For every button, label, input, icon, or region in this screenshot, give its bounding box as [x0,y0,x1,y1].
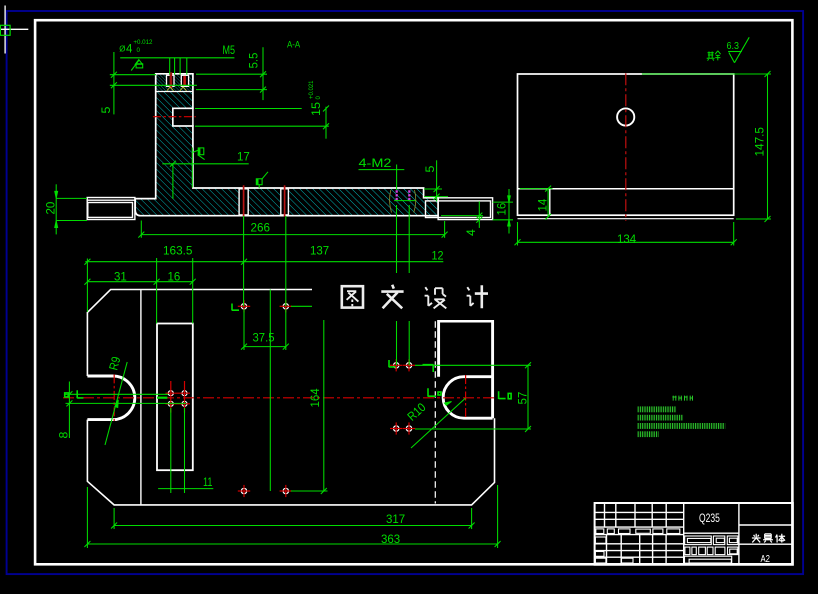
svg-text:37.5: 37.5 [253,331,275,345]
svg-text:4-M2: 4-M2 [359,156,392,170]
svg-text:0: 0 [137,47,141,54]
svg-text:17: 17 [237,150,250,164]
svg-text:A-A: A-A [287,40,300,50]
svg-text:15: 15 [309,102,323,116]
svg-text:20: 20 [44,202,58,215]
svg-text:147.5: 147.5 [753,127,767,157]
svg-text:+0.012: +0.012 [133,39,153,46]
svg-text:164: 164 [308,388,322,407]
svg-text:363: 363 [381,532,400,546]
svg-text:5: 5 [99,107,113,114]
svg-text:Q235: Q235 [699,513,720,525]
svg-text:Ø: Ø [119,45,125,54]
svg-text:137: 137 [310,244,329,258]
svg-text:134: 134 [617,232,636,246]
svg-text:16: 16 [168,270,181,284]
svg-text:163.5: 163.5 [163,244,193,258]
svg-text:R9: R9 [106,355,123,372]
svg-text:M5: M5 [223,43,236,57]
svg-text:8: 8 [57,432,71,439]
svg-text:14: 14 [536,199,550,212]
svg-text:12: 12 [432,249,444,263]
svg-text:6.3: 6.3 [727,40,740,52]
svg-text:11: 11 [203,475,213,489]
svg-text:57: 57 [515,392,529,405]
svg-text:16: 16 [495,203,509,216]
svg-text:31: 31 [114,270,127,284]
svg-text:4: 4 [126,42,133,56]
svg-text:4: 4 [464,229,478,236]
svg-text:A2: A2 [761,553,771,565]
svg-text:0: 0 [316,96,322,100]
svg-text:5: 5 [423,166,437,173]
svg-text:+0.021: +0.021 [309,80,315,99]
svg-text:266: 266 [251,221,271,235]
svg-text:5.5: 5.5 [247,52,261,68]
svg-text:317: 317 [386,512,405,526]
